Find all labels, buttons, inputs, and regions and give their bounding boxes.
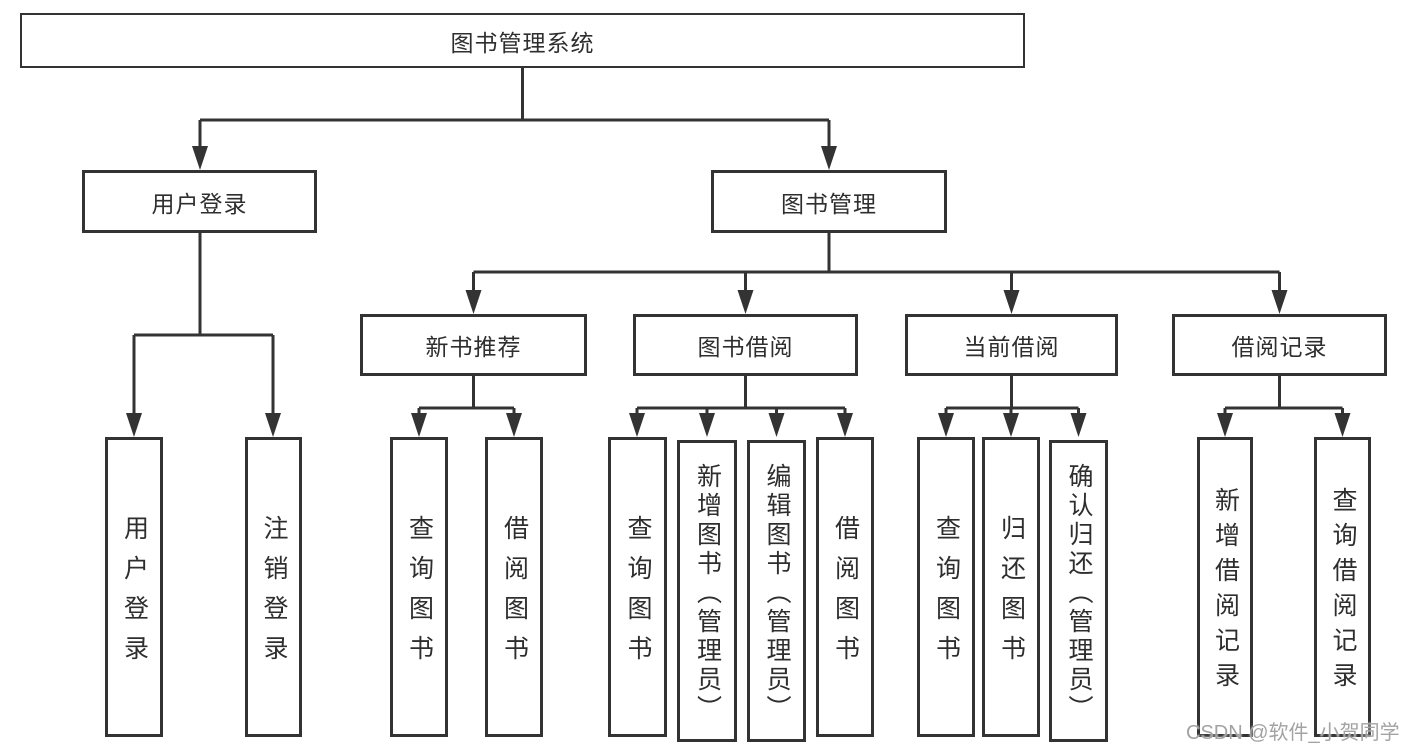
leaf-label: 查询图书 [624,514,652,675]
arrowhead [411,413,427,437]
leaf-br-add: 新增借阅记录 [1197,437,1253,737]
arrowhead [1334,413,1351,437]
leaf-cb-query: 查询图书 [917,437,975,737]
arrowhead [506,413,522,437]
arrowheads [126,146,1351,437]
node-root-label: 图书管理系统 [450,29,595,56]
arrowhead [837,413,853,437]
leaf-label: 用户登录 [120,514,149,675]
arrowhead [465,290,482,314]
edge-bookborrow-to-leaves [635,376,847,417]
edge-currentborrow-to-leaves [944,376,1080,417]
leaf-label: 借阅图书 [500,514,529,675]
leaf-cb-confirm: 确认归还（管理员） [1049,440,1108,742]
node-label: 图书借阅 [697,334,794,360]
leaf-br-query: 查询借阅记录 [1314,437,1371,737]
leaf-nb-borrow: 借阅图书 [485,437,543,737]
leaf-label: 确认归还（管理员） [1065,462,1093,724]
arrowhead [1070,413,1087,437]
leaf-bb-query: 查询图书 [608,437,667,737]
node-new-books: 新书推荐 [360,314,587,376]
arrowhead [1217,413,1233,437]
node-branch-user-login: 用户登录 [82,170,317,233]
node-root: 图书管理系统 [20,13,1025,68]
leaf-label: 查询借阅记录 [1329,487,1357,697]
node-label: 新书推荐 [425,334,522,360]
node-borrow-records: 借阅记录 [1172,314,1387,376]
arrowhead [1003,413,1019,437]
edge-root-to-level2 [198,68,831,150]
tree-edges [132,68,1344,417]
leaf-nb-query: 查询图书 [390,437,448,737]
leaf-label: 编辑图书（管理员） [763,462,791,724]
arrowhead [1271,290,1288,314]
node-label: 图书管理 [781,190,877,217]
leaf-bb-add: 新增图书（管理员） [677,440,737,742]
arrowhead [629,413,645,437]
edge-newbooks-to-leaves [417,376,516,417]
node-label: 用户登录 [151,190,248,217]
leaf-label: 新增图书（管理员） [693,462,722,724]
leaf-bb-edit: 编辑图书（管理员） [747,440,806,742]
leaf-label: 注销登录 [260,514,288,675]
leaf-cb-return: 归还图书 [982,437,1040,737]
edge-userlogin-to-leaves [132,233,275,417]
node-label: 借阅记录 [1231,334,1328,360]
arrowhead [768,413,785,437]
edge-bookmgmt-to-level3 [472,233,1281,294]
leaf-label: 新增借阅记录 [1211,487,1240,697]
edge-borrowrecords-to-leaves [1223,376,1344,417]
arrowhead [699,413,715,437]
arrowhead [821,146,837,170]
leaf-user-login: 用户登录 [105,437,163,737]
node-current-borrow: 当前借阅 [905,314,1118,376]
node-label: 当前借阅 [963,334,1060,360]
arrowhead [1003,290,1020,314]
arrowhead [126,413,142,437]
arrowhead [737,290,754,314]
leaf-logout: 注销登录 [245,437,302,737]
leaf-label: 借阅图书 [831,514,860,675]
arrowhead [938,413,954,437]
node-branch-book-mgmt: 图书管理 [711,170,947,233]
arrowhead [192,146,208,170]
csdn-watermark: CSDN @软件_小贺同学 [1186,722,1400,744]
leaf-label: 归还图书 [997,514,1026,675]
leaf-label: 查询图书 [932,514,961,675]
leaf-bb-borrow: 借阅图书 [816,437,874,737]
node-book-borrow: 图书借阅 [633,314,858,376]
leaf-label: 查询图书 [405,514,434,675]
arrowhead [265,413,281,437]
